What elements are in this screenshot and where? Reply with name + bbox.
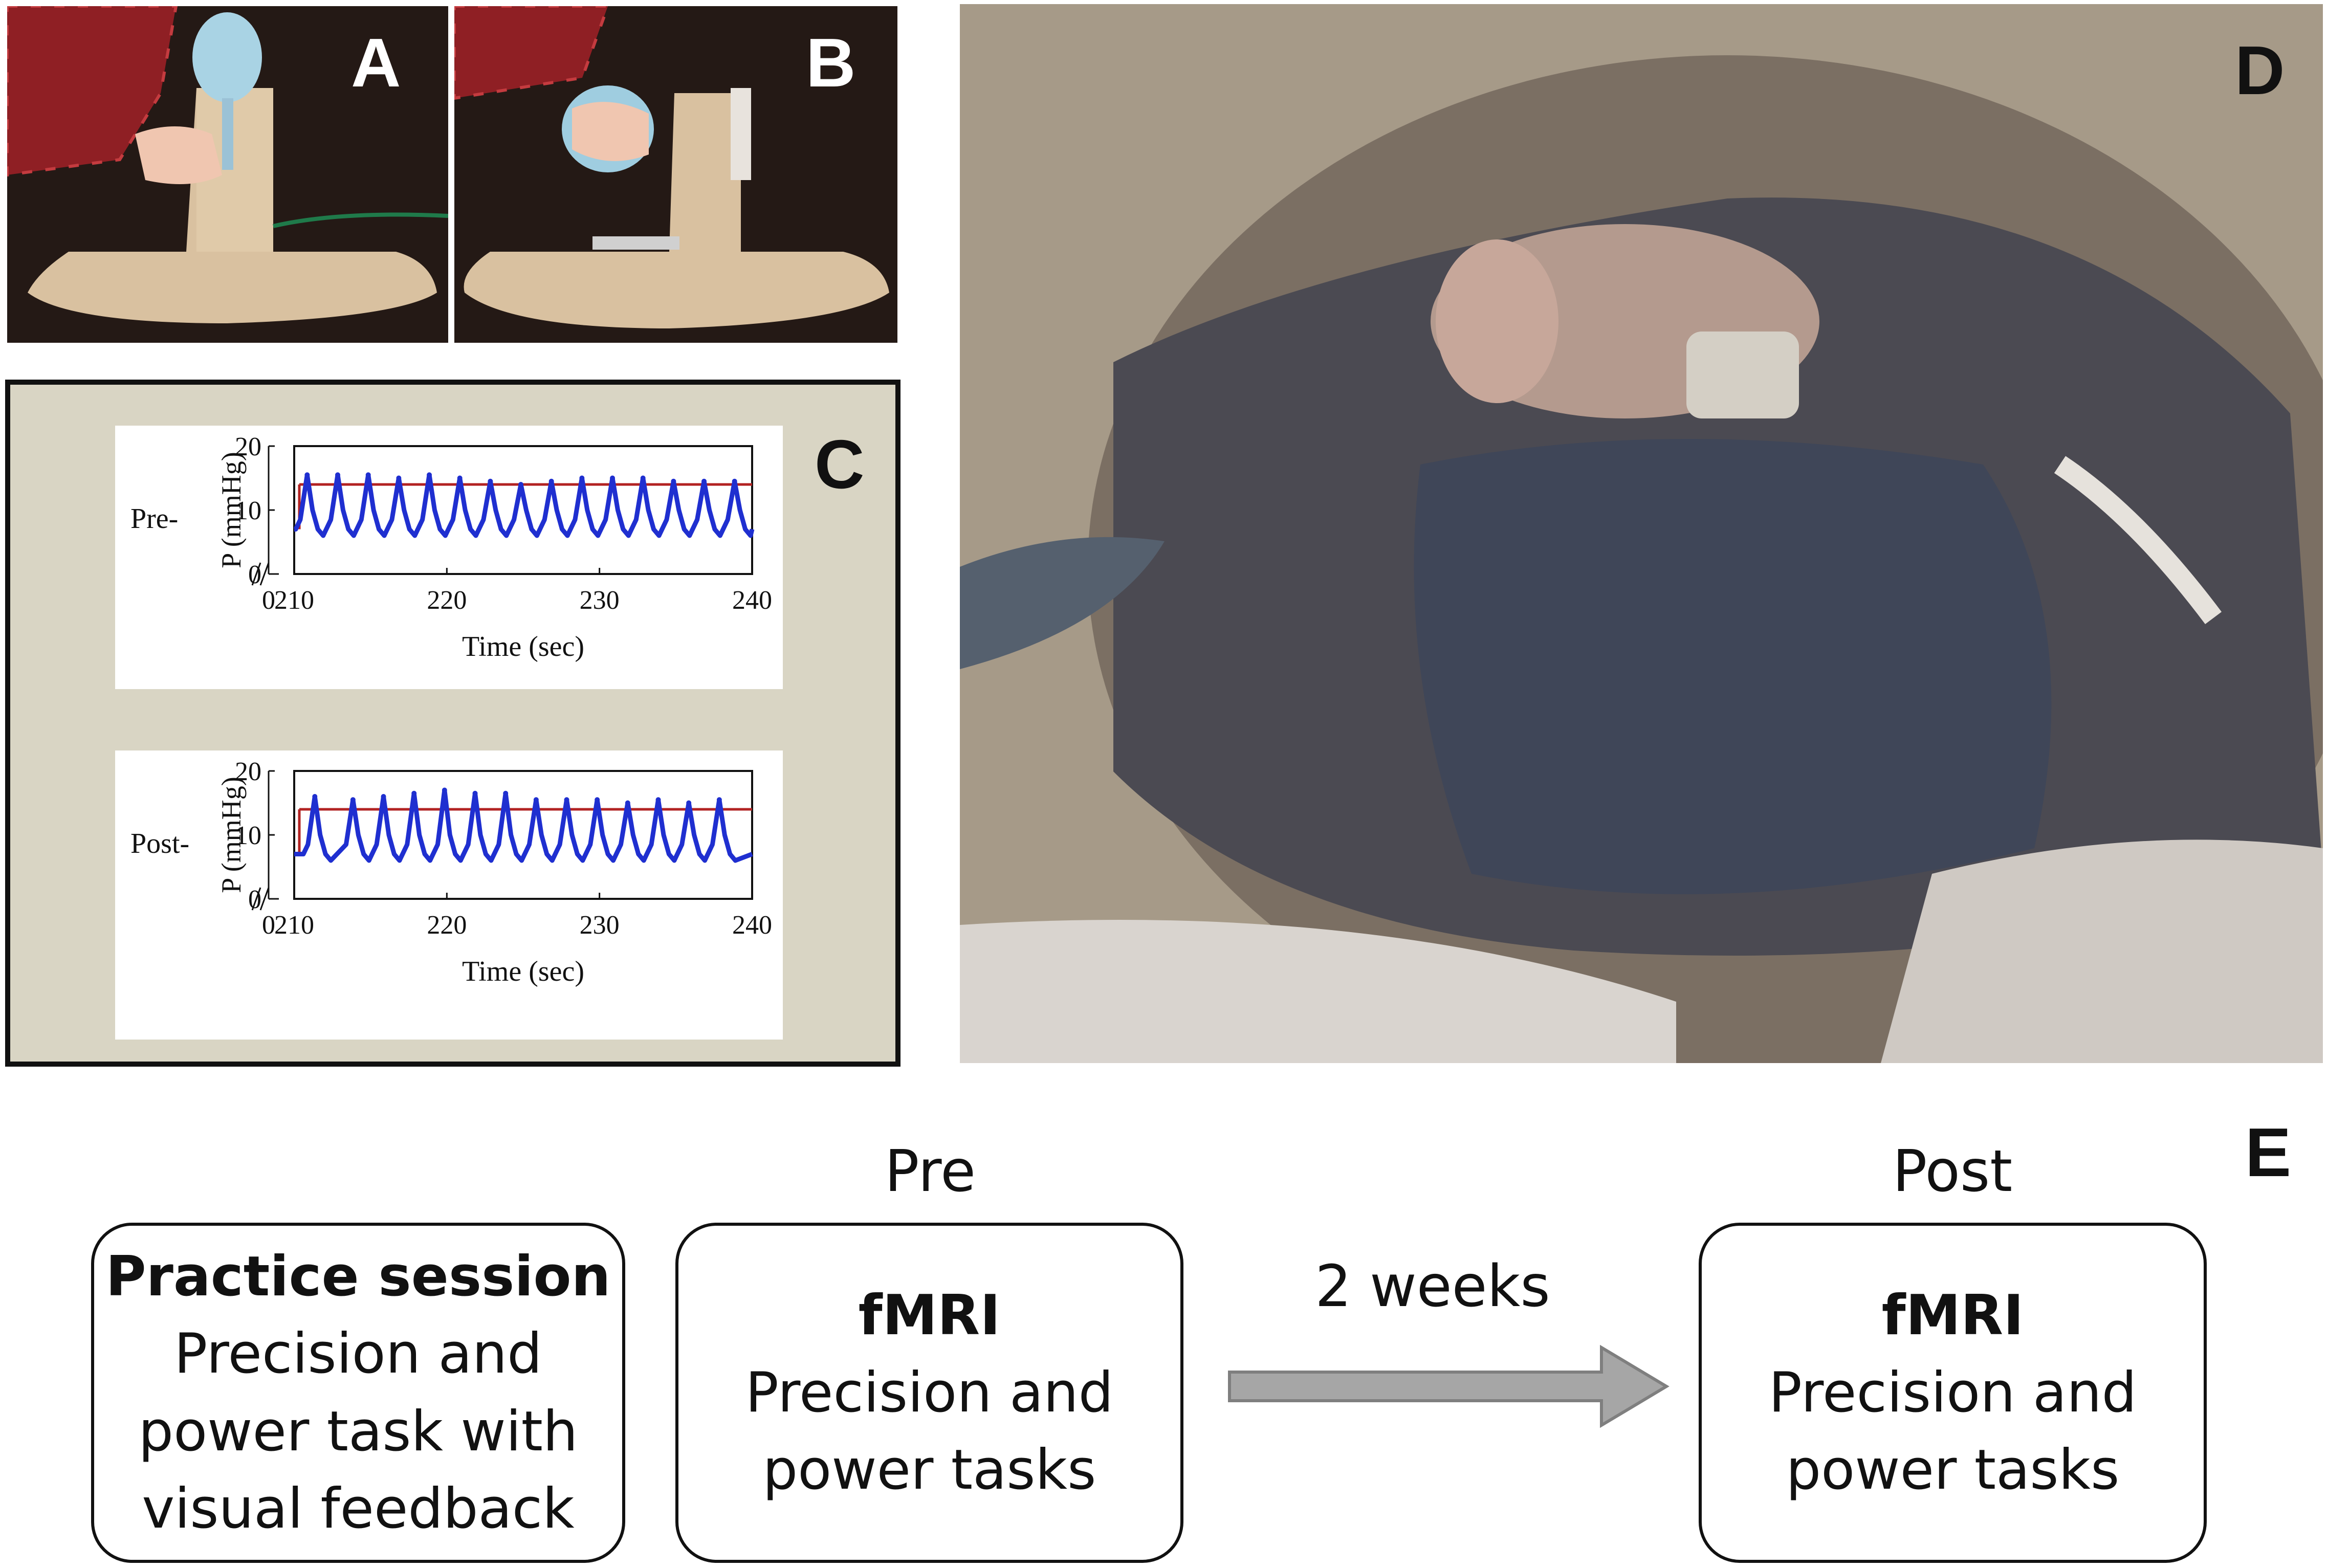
interval-arrow-shape	[1228, 1344, 1670, 1428]
post-stage-label: Post	[1892, 1138, 2013, 1205]
pressure-peak-post-2	[381, 794, 386, 799]
pressure-peak-pre-10	[610, 475, 616, 481]
pressure-peak-post-13	[716, 797, 722, 803]
x-tick-label-post-3: 230	[580, 911, 620, 940]
pressure-peak-post-1	[350, 797, 356, 803]
photo-power-grip	[454, 6, 897, 343]
pressure-peak-pre-0	[304, 472, 310, 478]
post-fmri-line-1: Precision and	[1768, 1360, 2137, 1425]
pressure-peak-post-10	[625, 800, 630, 806]
pre-fmri-title: fMRI	[858, 1283, 1001, 1348]
post-fmri-line-2: power tasks	[1786, 1438, 2120, 1503]
plot-frame-post	[293, 770, 753, 900]
interval-arrow	[1228, 1344, 1670, 1428]
photo-precision-grip	[7, 6, 448, 343]
x-axis-label-post: Time (sec)	[462, 956, 584, 987]
pressure-peak-pre-3	[396, 475, 402, 481]
pre-fmri-line-2: power tasks	[762, 1438, 1096, 1503]
pressure-trace-post	[294, 788, 753, 863]
x-tick-label-post-1: 210	[274, 911, 314, 940]
pressure-peak-pre-6	[488, 478, 493, 484]
pressure-peak-pre-2	[365, 472, 371, 478]
pressure-peak-pre-7	[518, 482, 524, 487]
x-axis-label-pre: Time (sec)	[462, 631, 584, 662]
pressure-peak-pre-4	[427, 472, 432, 478]
practice-session-box: Practice session Precision and power tas…	[91, 1223, 625, 1563]
y-axis-label-post: P (mmHg)	[216, 777, 247, 893]
pressure-peak-pre-8	[548, 478, 554, 484]
post-fmri-title: fMRI	[1881, 1283, 2024, 1348]
interval-label: 2 weeks	[1315, 1253, 1550, 1320]
axis-break-a-post	[251, 887, 261, 911]
pressure-peak-post-9	[595, 797, 600, 803]
row-label-post: Post-	[130, 828, 189, 859]
y-tick-label-post-2: 20	[235, 757, 261, 786]
x-tick-label-post-2: 220	[427, 911, 467, 940]
plot-frame-pre	[293, 445, 753, 575]
panel-label-d: D	[2235, 32, 2285, 109]
pressure-peak-post-11	[655, 797, 661, 803]
pre-stage-label: Pre	[884, 1138, 976, 1205]
y-tick-label-pre-2: 20	[235, 432, 261, 461]
post-fmri-box: fMRI Precision and power tasks	[1699, 1223, 2207, 1563]
panel-label-e: E	[2245, 1114, 2292, 1191]
pre-fmri-line-1: Precision and	[745, 1360, 1114, 1425]
y-axis-label-pre: P (mmHg)	[216, 452, 247, 568]
pressure-peak-post-5	[472, 790, 478, 796]
pressure-peak-pre-9	[579, 475, 585, 481]
x-tick-label-pre-4: 240	[732, 586, 772, 615]
pressure-peak-post-12	[686, 800, 692, 806]
x-tick-label-post-4: 240	[732, 911, 772, 940]
power-grip-illustration	[454, 6, 897, 343]
y-tick-label-pre-1: 10	[235, 496, 261, 525]
y-tick-label-post-1: 10	[235, 821, 261, 850]
x-tick-label-pre-3: 230	[580, 586, 620, 615]
x-tick-label-pre-2: 220	[427, 586, 467, 615]
pressure-peak-post-7	[533, 797, 539, 803]
precision-grip-illustration	[7, 6, 448, 343]
panel-label-c: C	[815, 426, 865, 503]
pressure-peak-post-8	[564, 797, 569, 803]
panel-label-b: B	[806, 24, 856, 101]
mri-scanner-illustration	[960, 4, 2323, 1063]
pressure-peak-post-0	[312, 794, 318, 799]
pressure-peak-pre-5	[457, 475, 463, 481]
x-tick-label-pre-0: 0	[262, 586, 275, 615]
pressure-peak-pre-14	[732, 478, 737, 484]
practice-session-line-1: Precision and	[174, 1322, 542, 1386]
x-tick-label-pre-1: 210	[274, 586, 314, 615]
panel-label-a: A	[351, 24, 401, 101]
pressure-peak-post-4	[442, 787, 447, 793]
pressure-peak-post-3	[411, 790, 417, 796]
row-label-pre: Pre-	[130, 503, 178, 535]
pressure-trace-pre	[293, 472, 755, 538]
pressure-peak-pre-11	[640, 475, 646, 481]
photo-mri-scanner	[960, 4, 2323, 1063]
practice-session-title: Practice session	[105, 1245, 611, 1309]
axis-break-b-pre	[259, 562, 270, 586]
x-tick-label-post-0: 0	[262, 911, 275, 940]
axis-break-a-pre	[251, 562, 261, 586]
practice-session-line-2: power task with	[138, 1399, 578, 1464]
axis-break-b-post	[259, 887, 270, 911]
pressure-peak-pre-1	[335, 472, 341, 478]
pressure-peak-post-6	[503, 790, 509, 796]
pre-fmri-box: fMRI Precision and power tasks	[675, 1223, 1183, 1563]
pressure-peak-pre-12	[671, 478, 676, 484]
practice-session-line-3: visual feedback	[142, 1476, 575, 1541]
pressure-peak-pre-13	[701, 478, 707, 484]
